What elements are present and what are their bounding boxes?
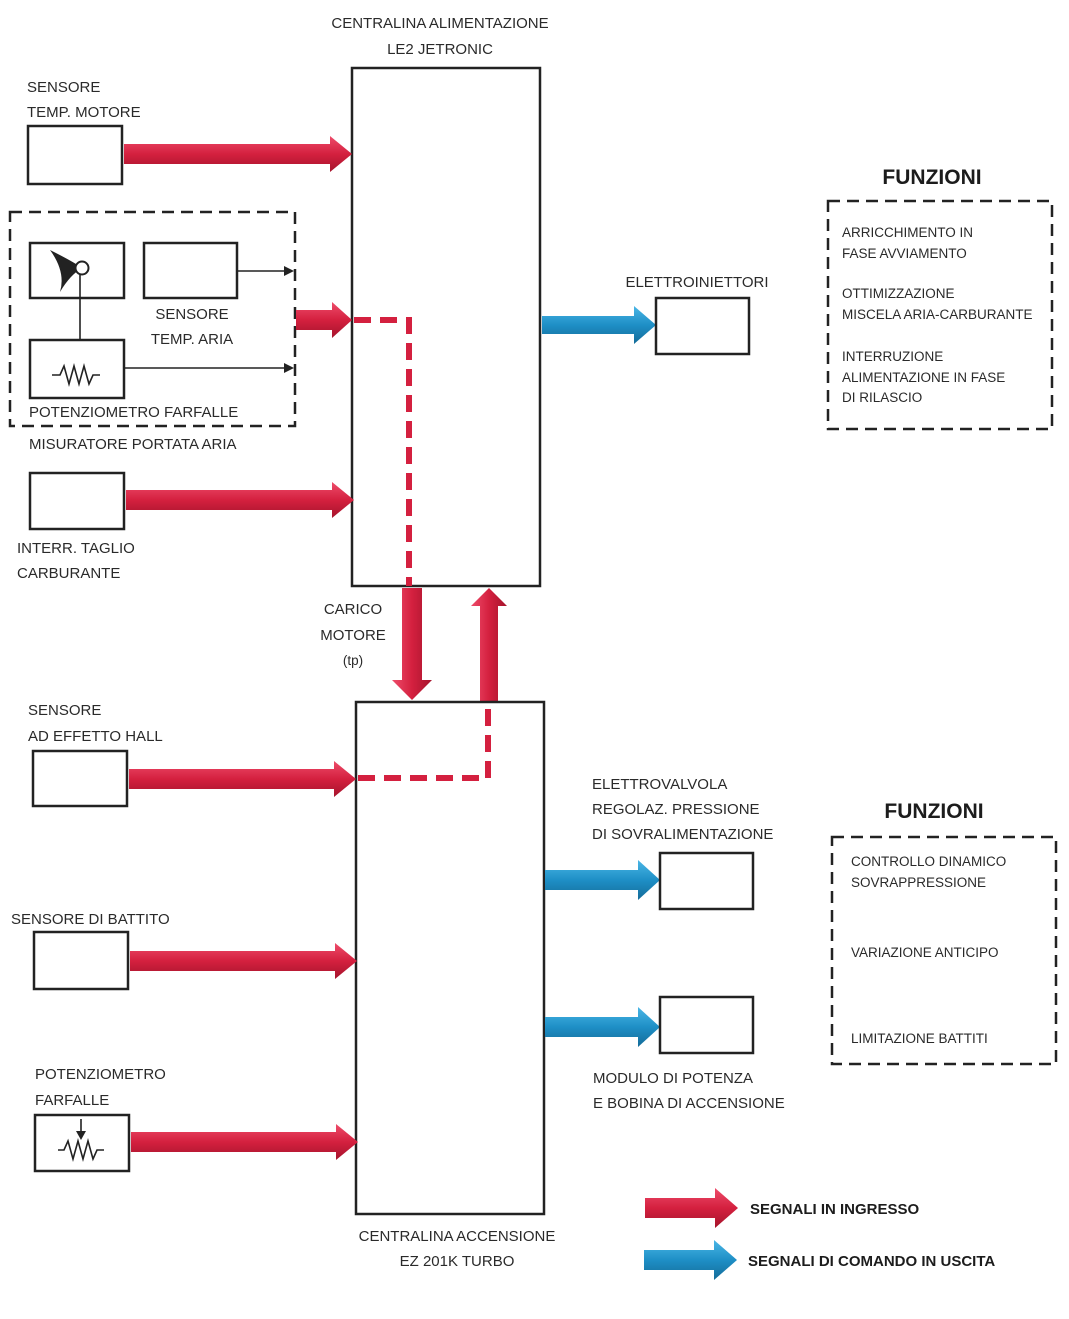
function-fuel-3-line1: INTERRUZIONE — [842, 349, 943, 364]
fuel-cutoff-switch-box — [28, 471, 126, 531]
functions-ignition-box — [830, 835, 1058, 1066]
boost-valve-label-line1: ELETTROVALVOLA — [592, 776, 727, 793]
resistor-icon — [58, 1138, 104, 1162]
function-fuel-1-line2: FASE AVVIAMENTO — [842, 246, 967, 261]
engine-temp-sensor-label-line2: TEMP. MOTORE — [27, 104, 141, 121]
boost-valve-label-line3: DI SOVRALIMENTAZIONE — [592, 826, 773, 843]
functions-fuel-title: FUNZIONI — [882, 166, 981, 189]
wiper-arrow-icon — [76, 1131, 86, 1140]
hall-sensor-box — [31, 749, 129, 808]
throttle-pot-ign-label-line1: POTENZIOMETRO — [35, 1066, 166, 1083]
engine-load-down-arrow — [392, 588, 432, 700]
functions-fuel-box — [826, 199, 1054, 431]
air-flow-meter-group — [8, 210, 297, 428]
engine-load-label-line2: MOTORE — [320, 627, 386, 644]
engine-temp-sensor-label-line1: SENSORE — [27, 79, 100, 96]
throttle-pot-input-arrow — [131, 1124, 358, 1160]
hall-sensor-input-arrow — [129, 761, 356, 797]
function-ignition-1-line2: SOVRAPPRESSIONE — [851, 875, 986, 890]
engine-temp-input-arrow — [124, 136, 352, 172]
function-fuel-3-line3: DI RILASCIO — [842, 390, 922, 405]
legend-output-label: SEGNALI DI COMANDO IN USCITA — [748, 1253, 995, 1270]
air-flow-input-arrow — [296, 302, 352, 338]
ecu-fuel-box — [350, 66, 542, 588]
throttle-pot-ign-label-line2: FARFALLE — [35, 1092, 109, 1109]
throttle-pot-label: POTENZIOMETRO FARFALLE — [29, 404, 238, 421]
hall-sensor-label-line2: AD EFFETTO HALL — [28, 728, 163, 745]
fuel-cutoff-label-line1: INTERR. TAGLIO — [17, 540, 135, 557]
ecu-fuel-title-line1: CENTRALINA ALIMENTAZIONE — [331, 15, 548, 32]
function-fuel-3-line2: ALIMENTAZIONE IN FASE — [842, 370, 1005, 385]
functions-ignition-title: FUNZIONI — [884, 800, 983, 823]
boost-valve-label-line2: REGOLAZ. PRESSIONE — [592, 801, 760, 818]
air-temp-sensor-label-line2: TEMP. ARIA — [151, 331, 233, 348]
resistor-icon — [52, 363, 100, 387]
internal-signal-path-ignition — [358, 704, 491, 781]
ecu-fuel-title-line2: LE2 JETRONIC — [387, 41, 493, 58]
ecu-ignition-title-line1: CENTRALINA ACCENSIONE — [359, 1228, 556, 1245]
legend-output-arrow — [644, 1240, 737, 1280]
function-fuel-1-line1: ARRICCHIMENTO IN — [842, 225, 973, 240]
boost-valve-output-arrow — [545, 860, 660, 900]
legend-input-label: SEGNALI IN INGRESSO — [750, 1201, 920, 1218]
function-ignition-2: VARIAZIONE ANTICIPO — [851, 945, 999, 960]
air-temp-sensor-box — [142, 241, 239, 300]
knock-sensor-box — [32, 930, 130, 991]
internal-signal-path-fuel — [354, 317, 412, 586]
engine-load-label-line1: CARICO — [324, 601, 382, 618]
fuel-cutoff-label-line2: CARBURANTE — [17, 565, 120, 582]
power-module-label-line1: MODULO DI POTENZA — [593, 1070, 753, 1087]
flap-pivot-icon — [74, 260, 90, 276]
boost-valve-box — [658, 851, 755, 911]
throttle-pot-box — [28, 338, 126, 400]
legend-input-arrow — [645, 1188, 738, 1228]
throttle-pot-ign-box — [33, 1113, 131, 1173]
hall-sensor-label-line1: SENSORE — [28, 702, 101, 719]
injectors-output-arrow — [542, 306, 656, 344]
power-module-label-line2: E BOBINA DI ACCENSIONE — [593, 1095, 785, 1112]
function-ignition-1-line1: CONTROLLO DINAMICO — [851, 854, 1006, 869]
air-temp-sensor-label-line1: SENSORE — [155, 306, 228, 323]
injectors-box — [654, 296, 751, 356]
ecu-ignition-box — [354, 700, 546, 1216]
engine-load-label-line3: (tp) — [343, 653, 363, 668]
function-ignition-3: LIMITAZIONE BATTITI — [851, 1031, 988, 1046]
power-module-box — [658, 995, 755, 1055]
air-flap-icon — [50, 250, 82, 292]
engine-load-up-arrow — [471, 588, 507, 702]
knock-sensor-input-arrow — [130, 943, 357, 979]
function-fuel-2-line1: OTTIMIZZAZIONE — [842, 286, 955, 301]
injectors-label: ELETTROINIETTORI — [625, 274, 768, 291]
function-fuel-2-line2: MISCELA ARIA-CARBURANTE — [842, 307, 1033, 322]
engine-temp-sensor-box — [26, 124, 124, 186]
air-flow-meter-label: MISURATORE PORTATA ARIA — [29, 436, 237, 453]
ecu-ignition-title-line2: EZ 201K TURBO — [400, 1253, 515, 1270]
knock-sensor-label: SENSORE DI BATTITO — [11, 911, 170, 928]
fuel-cutoff-input-arrow — [126, 482, 354, 518]
power-module-output-arrow — [545, 1007, 660, 1047]
